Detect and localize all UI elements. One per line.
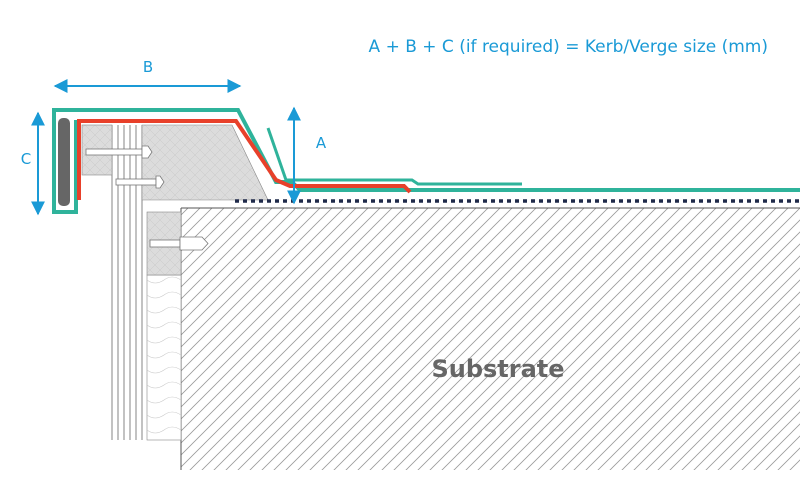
underlay-layer <box>77 119 412 200</box>
wall-layer-lines <box>111 125 143 440</box>
kerb-upstand-block <box>81 124 269 201</box>
fixing-screws <box>85 145 209 251</box>
edge-trim <box>58 118 70 206</box>
dimension-b-label: B <box>143 58 153 76</box>
cap-sheet-layer <box>266 127 522 186</box>
substrate <box>180 207 800 470</box>
dimension-a-label: A <box>316 134 327 152</box>
wall-insulation-column <box>146 211 182 441</box>
substrate-label: Substrate <box>431 355 564 383</box>
dimension-c-label: C <box>21 150 31 168</box>
formula-text: A + B + C (if required) = Kerb/Verge siz… <box>369 37 768 57</box>
